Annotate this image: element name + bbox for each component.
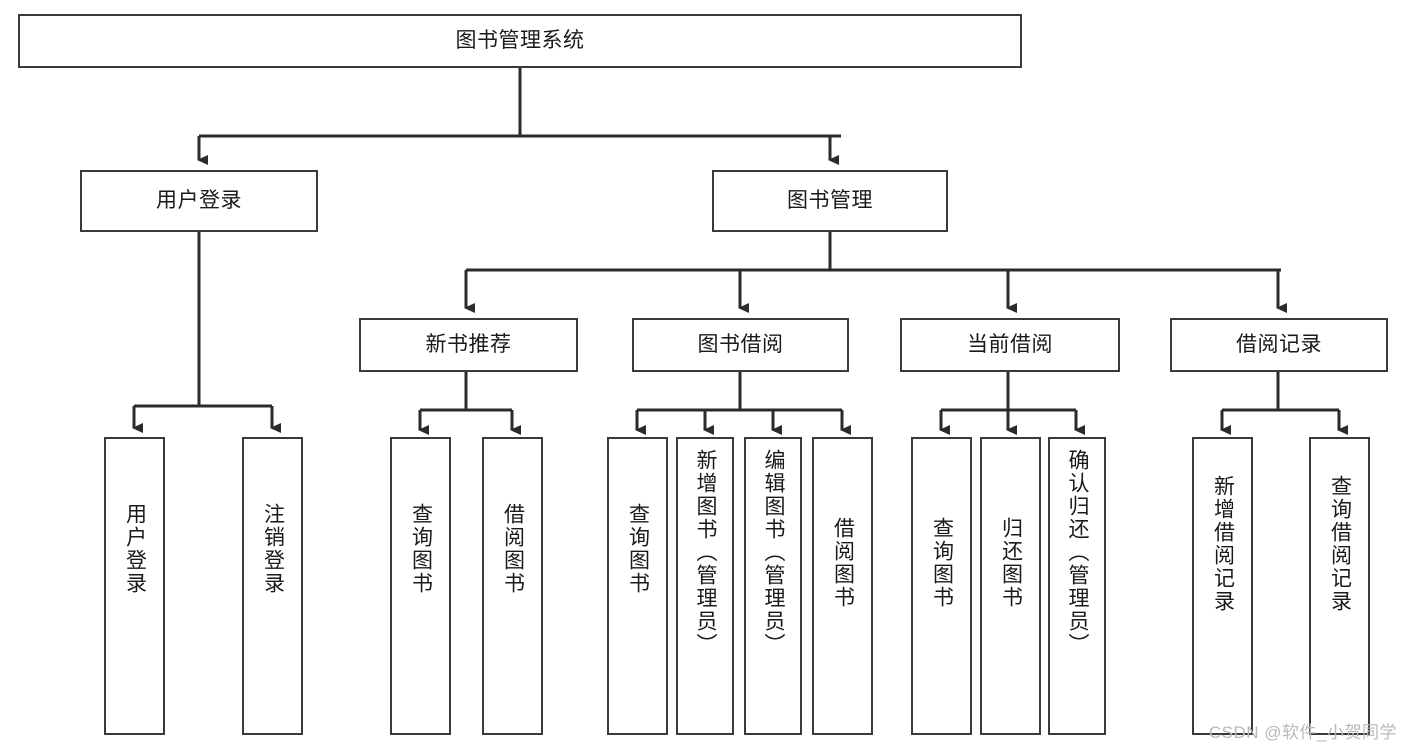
node-leaf-user-login[interactable]: 用户登录 (104, 437, 165, 735)
node-book-borrow[interactable]: 图书借阅 (632, 318, 849, 372)
node-leaf-edit-book-label: 编辑图书（管理员） (762, 449, 786, 656)
node-leaf-query-book-current[interactable]: 查询图书 (911, 437, 972, 735)
node-borrow-record-label: 借阅记录 (1236, 333, 1322, 357)
node-leaf-query-book-recommend[interactable]: 查询图书 (390, 437, 451, 735)
node-leaf-query-book-current-label: 查询图书 (930, 517, 954, 609)
node-user-login-label: 用户登录 (156, 189, 242, 213)
node-current-borrow-label: 当前借阅 (967, 333, 1053, 357)
node-root[interactable]: 图书管理系统 (18, 14, 1022, 68)
node-leaf-add-borrow-record-label: 新增借阅记录 (1211, 475, 1235, 613)
node-leaf-add-book-label: 新增图书（管理员） (694, 449, 718, 656)
node-leaf-logout[interactable]: 注销登录 (242, 437, 303, 735)
node-leaf-confirm-return[interactable]: 确认归还（管理员） (1048, 437, 1106, 735)
node-current-borrow[interactable]: 当前借阅 (900, 318, 1120, 372)
node-leaf-return-book[interactable]: 归还图书 (980, 437, 1041, 735)
node-user-login[interactable]: 用户登录 (80, 170, 318, 232)
node-leaf-user-login-label: 用户登录 (123, 503, 147, 595)
node-leaf-edit-book[interactable]: 编辑图书（管理员） (744, 437, 802, 735)
node-leaf-add-borrow-record[interactable]: 新增借阅记录 (1192, 437, 1253, 735)
node-leaf-borrow-book-recommend[interactable]: 借阅图书 (482, 437, 543, 735)
node-leaf-borrow-book-label: 借阅图书 (831, 517, 855, 609)
node-root-label: 图书管理系统 (455, 29, 585, 53)
node-leaf-query-book-borrow-label: 查询图书 (626, 503, 650, 595)
node-leaf-query-borrow-record-label: 查询借阅记录 (1328, 475, 1352, 613)
node-leaf-add-book[interactable]: 新增图书（管理员） (676, 437, 734, 735)
node-leaf-confirm-return-label: 确认归还（管理员） (1066, 449, 1090, 656)
node-book-manage[interactable]: 图书管理 (712, 170, 948, 232)
node-book-borrow-label: 图书借阅 (697, 333, 784, 357)
node-leaf-query-borrow-record[interactable]: 查询借阅记录 (1309, 437, 1370, 735)
node-leaf-query-book-recommend-label: 查询图书 (409, 503, 433, 595)
node-leaf-borrow-book[interactable]: 借阅图书 (812, 437, 873, 735)
node-book-manage-label: 图书管理 (787, 189, 873, 213)
node-leaf-logout-label: 注销登录 (261, 503, 285, 595)
node-leaf-query-book-borrow[interactable]: 查询图书 (607, 437, 668, 735)
node-new-book-recommend[interactable]: 新书推荐 (359, 318, 578, 372)
node-leaf-borrow-book-recommend-label: 借阅图书 (501, 503, 525, 595)
node-new-book-recommend-label: 新书推荐 (425, 333, 512, 357)
node-borrow-record[interactable]: 借阅记录 (1170, 318, 1388, 372)
node-leaf-return-book-label: 归还图书 (999, 517, 1023, 609)
